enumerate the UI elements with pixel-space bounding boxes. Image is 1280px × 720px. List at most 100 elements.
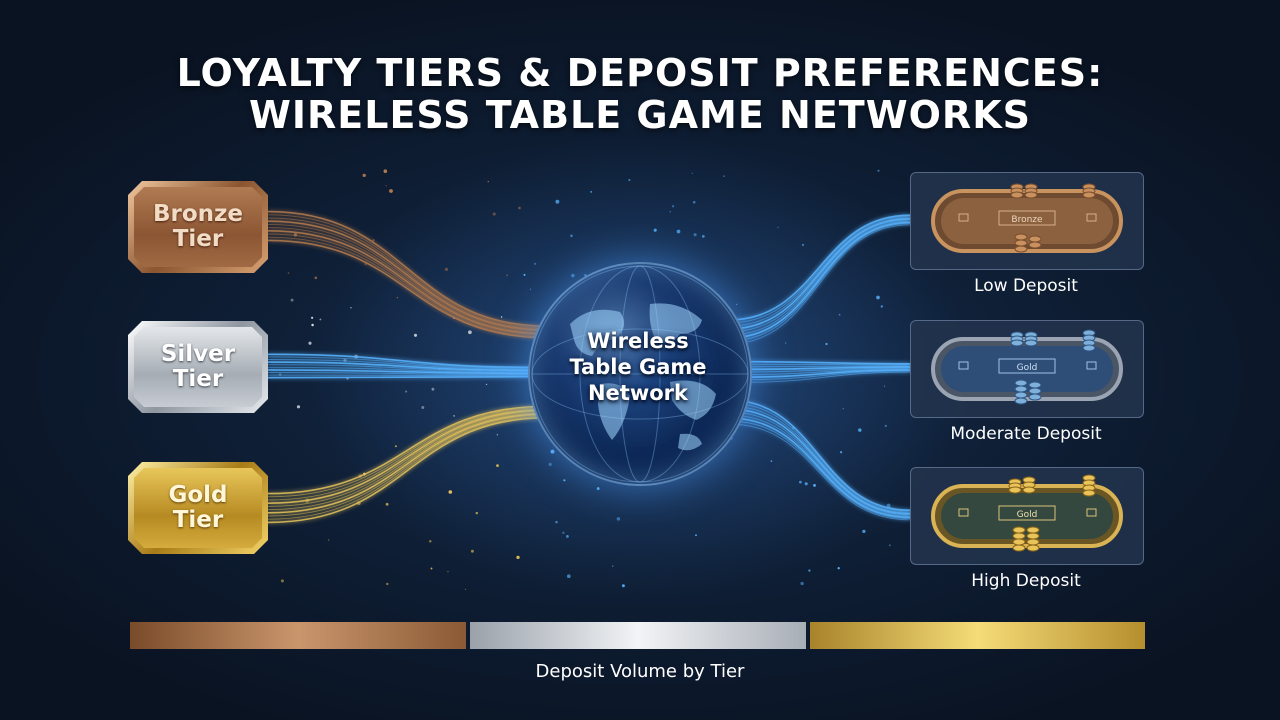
network-label-line3: Network	[587, 381, 688, 405]
particle-dot	[396, 297, 399, 299]
particle-dot	[571, 273, 575, 278]
particle-dot	[533, 262, 537, 265]
low-deposit-flow-line	[727, 220, 911, 336]
particle-dot	[444, 267, 449, 272]
silver-tier-label-line2: Tier	[172, 366, 224, 392]
particle-dot	[590, 190, 593, 193]
particle-dot	[518, 206, 521, 210]
gold-flow-line	[267, 416, 549, 524]
particle-dot	[492, 212, 496, 216]
particle-dot	[413, 333, 418, 337]
particle-dot	[813, 484, 816, 487]
moderate-deposit-flow-line	[737, 363, 911, 366]
particle-dot	[311, 323, 314, 327]
particle-dot	[565, 534, 569, 538]
particle-dot	[386, 582, 389, 586]
particle-dot	[394, 445, 397, 448]
particle-dot	[695, 534, 697, 537]
network-label-line2: Table Game	[569, 355, 707, 379]
particle-dot	[389, 189, 393, 193]
particle-dot	[496, 434, 499, 436]
bronze-flow-line	[267, 236, 549, 337]
bronze-deposit-volume-bar	[130, 622, 466, 649]
particle-dot	[784, 342, 787, 344]
particle-dot	[671, 205, 675, 208]
low-deposit-flow-line	[727, 219, 911, 333]
particle-dot	[296, 405, 301, 409]
high-deposit-table-card: Gold	[910, 467, 1144, 565]
particle-dot	[691, 172, 693, 174]
particle-dot	[840, 451, 843, 454]
silver-flow-line	[267, 353, 539, 369]
particle-dot	[876, 295, 880, 300]
gold-tier-badge: Gold Tier	[128, 462, 268, 554]
low-deposit-flow-line	[727, 217, 911, 327]
moderate-deposit-flow-line	[737, 365, 911, 368]
moderate-deposit-table-card: Gold	[910, 320, 1144, 418]
silver-flow-line	[267, 369, 539, 375]
moderate-deposit-flow-line	[737, 360, 911, 365]
bronze-tier-badge: Bronze Tier	[128, 181, 268, 273]
particle-dot	[429, 540, 432, 543]
particle-dot	[311, 316, 314, 319]
bronze-flow-line	[267, 214, 549, 328]
moderate-deposit-flow-line	[737, 368, 911, 376]
silver-flow-line	[267, 359, 539, 370]
low-deposit-flow-line	[727, 218, 911, 330]
particle-dot	[447, 571, 449, 573]
bronze-tier-label-line1: Bronze	[152, 201, 244, 227]
particle-dot	[430, 567, 433, 570]
particle-dot	[506, 274, 508, 277]
particle-dot	[862, 529, 866, 534]
particle-dot	[468, 330, 472, 335]
particle-dot	[838, 313, 841, 316]
moderate-deposit-flow-line	[737, 370, 911, 381]
particle-dot	[327, 539, 330, 541]
deposit-volume-label: Deposit Volume by Tier	[535, 661, 745, 682]
gold-tier-label-line1: Gold	[168, 482, 228, 508]
particle-dot	[611, 565, 614, 567]
title-line-2: WIRELESS TABLE GAME NETWORKS	[248, 93, 1032, 137]
bronze-flow-line	[267, 223, 549, 332]
particle-dot	[653, 228, 657, 232]
globe-icon	[528, 262, 752, 486]
particle-dot	[555, 199, 560, 204]
particle-dot	[548, 462, 552, 467]
silver-flow-line	[267, 372, 539, 376]
silver-tier-badge: Silver Tier	[128, 321, 268, 413]
high-deposit-flow-line	[727, 399, 911, 511]
silver-flow-line	[267, 374, 539, 377]
particle-dot	[350, 307, 352, 309]
particle-dot	[431, 387, 435, 391]
low-deposit-flow-line	[727, 224, 911, 345]
particle-dot	[485, 383, 488, 386]
high-deposit-flow-line	[727, 417, 911, 519]
particle-dot	[701, 235, 705, 238]
moderate-deposit-label: Moderate Deposit	[950, 424, 1102, 444]
high-deposit-label: High Deposit	[971, 571, 1081, 591]
particle-dot	[464, 588, 467, 591]
particle-dot	[596, 487, 600, 491]
particle-dot	[290, 298, 294, 302]
particle-dot	[621, 584, 625, 588]
particle-dot	[487, 180, 489, 183]
particle-dot	[877, 169, 880, 172]
low-deposit-felt-text: Bronze	[1011, 215, 1043, 225]
particle-dot	[287, 272, 290, 274]
particle-dot	[314, 276, 318, 280]
low-deposit-flow-line	[727, 215, 911, 324]
particle-dot	[496, 464, 499, 467]
gold-tier-label-line2: Tier	[172, 507, 224, 533]
silver-flow-line	[267, 356, 539, 369]
gold-flow-line	[267, 407, 549, 498]
high-deposit-flow-line	[727, 405, 911, 514]
particle-dot	[550, 449, 555, 454]
particle-dot	[723, 175, 725, 177]
particle-dot	[858, 428, 862, 432]
particle-dot	[308, 341, 312, 345]
high-deposit-felt-text: Gold	[1017, 510, 1038, 520]
particle-dot	[692, 200, 696, 204]
low-deposit-flow-line	[727, 223, 911, 342]
silver-flow-line	[267, 366, 539, 373]
